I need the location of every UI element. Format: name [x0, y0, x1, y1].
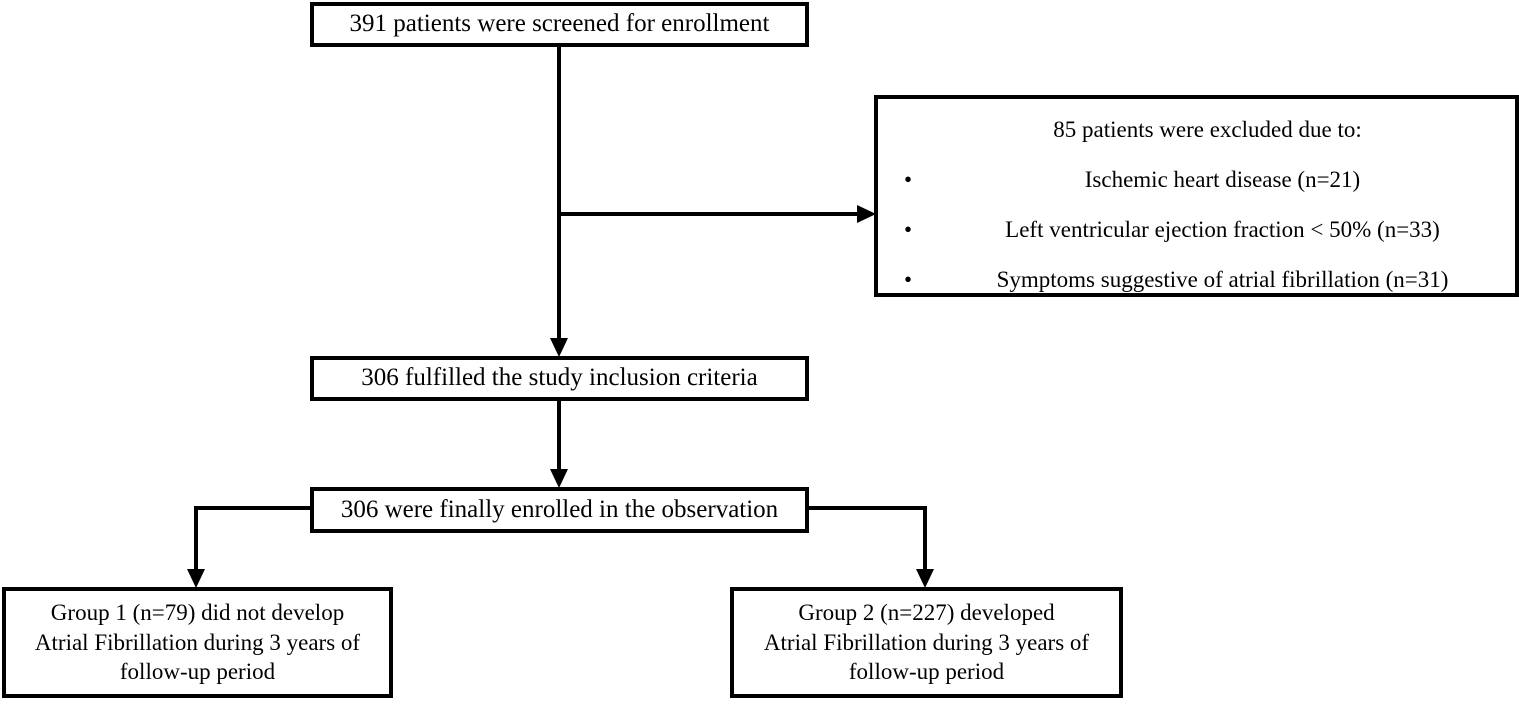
node-group1: Group 1 (n=79) did not develop Atrial Fi…: [2, 587, 393, 698]
connector-included-to-enrolled: [557, 401, 561, 470]
connector-split-right: [805, 506, 927, 510]
exclusion-reason-list: • Ischemic heart disease (n=21) • Left v…: [900, 165, 1515, 295]
exclusion-reason-label: Ischemic heart disease (n=21): [1084, 166, 1361, 192]
node-screened: 391 patients were screened for enrollmen…: [310, 2, 809, 47]
bullet-icon: •: [904, 216, 913, 242]
list-item: • Ischemic heart disease (n=21): [900, 165, 1515, 195]
arrowhead-into-enrolled: [550, 469, 568, 488]
node-group2: Group 2 (n=227) developed Atrial Fibrill…: [730, 587, 1123, 698]
exclusion-reason-label: Symptoms suggestive of atrial fibrillati…: [996, 266, 1449, 292]
list-item: • Left ventricular ejection fraction < 5…: [900, 215, 1515, 245]
bullet-icon: •: [904, 266, 913, 292]
arrowhead-into-group1: [187, 569, 205, 588]
node-group2-label: Group 2 (n=227) developed Atrial Fibrill…: [763, 599, 1090, 685]
node-excluded: 85 patients were excluded due to: • Isch…: [874, 95, 1519, 297]
list-item: • Symptoms suggestive of atrial fibrilla…: [900, 265, 1515, 295]
connector-screened-to-excluded: [557, 212, 859, 216]
connector-screened-trunk: [557, 47, 561, 339]
node-enrolled-label: 306 were finally enrolled in the observa…: [340, 495, 779, 523]
node-enrolled: 306 were finally enrolled in the observa…: [310, 487, 809, 533]
connector-drop-group1: [194, 506, 198, 570]
bullet-icon: •: [904, 166, 913, 192]
arrowhead-into-excluded: [857, 205, 876, 223]
node-included: 306 fulfilled the study inclusion criter…: [310, 356, 809, 401]
connector-split-left: [194, 506, 314, 510]
node-excluded-title: 85 patients were excluded due to:: [1053, 117, 1362, 142]
node-included-label: 306 fulfilled the study inclusion criter…: [361, 364, 758, 392]
arrowhead-into-group2: [916, 569, 934, 588]
exclusion-reason-label: Left ventricular ejection fraction < 50%…: [1005, 216, 1440, 242]
arrowhead-into-included: [550, 338, 568, 357]
node-screened-label: 391 patients were screened for enrollmen…: [349, 10, 770, 38]
node-group1-label: Group 1 (n=79) did not develop Atrial Fi…: [34, 599, 361, 685]
connector-drop-group2: [923, 506, 927, 570]
